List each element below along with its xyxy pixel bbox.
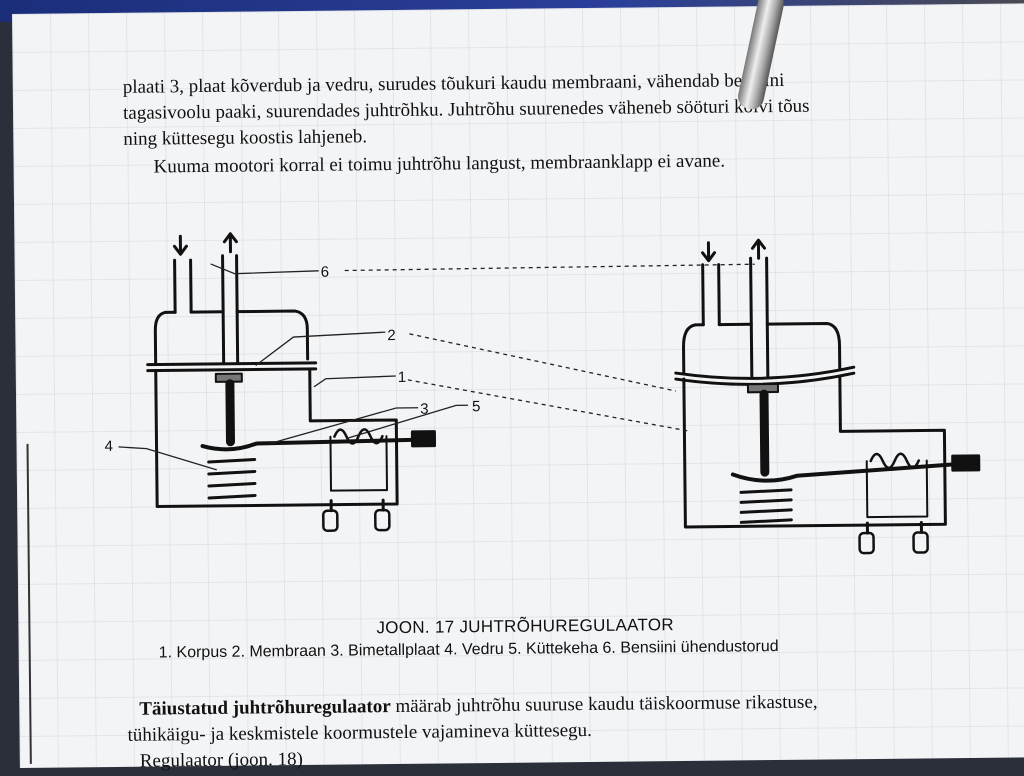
figure-label-2: 2 <box>387 327 396 344</box>
document-page: plaati 3, plaat kõverdub ja vedru, surud… <box>12 3 1024 772</box>
figure-caption-title: JOON. 17 JUHTRÕHUREGULAATOR <box>376 615 674 638</box>
figure-label-5: 5 <box>472 398 481 415</box>
figure-label-1: 1 <box>398 369 407 386</box>
paragraph-text: määrab juhtrõhu suuruse kaudu täiskoormu… <box>390 691 818 718</box>
figure-caption-legend: 1. Korpus 2. Membraan 3. Bimetallplaat 4… <box>158 638 779 662</box>
paragraph-line: Täiustatud juhtrõhuregulaator määrab juh… <box>139 690 818 723</box>
right-regulator-drawing <box>674 238 947 529</box>
regulator-diagram: 6 2 1 3 5 4 <box>104 232 981 555</box>
figure-label-4: 4 <box>104 438 113 455</box>
figure-label-3: 3 <box>420 401 429 418</box>
paragraph-line: tühikäigu- ja keskmistele koormustele va… <box>127 719 592 746</box>
figure-label-6: 6 <box>321 264 330 281</box>
bold-term: Täiustatud juhtrõhuregulaator <box>139 696 391 720</box>
left-regulator-drawing <box>146 232 399 509</box>
paragraph-line: Regulaator (joon. 18) <box>139 748 303 772</box>
